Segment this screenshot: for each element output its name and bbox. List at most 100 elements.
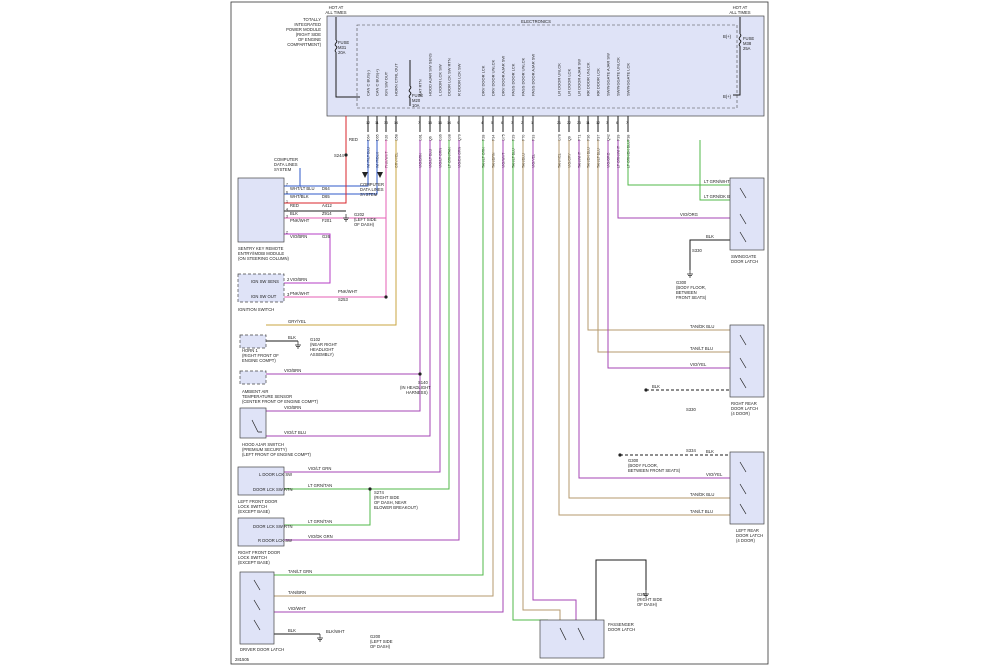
svg-text:SENTRY KEY REMOTE: SENTRY KEY REMOTE bbox=[238, 246, 284, 251]
svg-text:G102: G102 bbox=[310, 337, 321, 342]
module-pin-label: RR DOOR UNLCK bbox=[586, 62, 591, 96]
ground-symbol bbox=[687, 270, 693, 278]
svg-text:FRONT SEATS): FRONT SEATS) bbox=[676, 295, 707, 300]
wire-lr-tan-dk-blu bbox=[568, 140, 730, 499]
module-pin-number: 9 bbox=[457, 121, 459, 125]
ground-symbol bbox=[317, 634, 323, 642]
skreem-circuit-label: Z914 bbox=[322, 211, 332, 216]
wire-lr-tan-lt-blu bbox=[558, 140, 730, 516]
module-pin-circuit: P39 bbox=[617, 135, 621, 141]
fuse-m38-label: FUSE M38 25A bbox=[743, 36, 754, 51]
rr-name: RIGHT REAR DOOR LATCH (4 DOOR) bbox=[731, 401, 758, 416]
module-pin-number: 7 bbox=[418, 121, 420, 125]
wire-ign-sens bbox=[284, 233, 331, 284]
svg-text:SYSTEM: SYSTEM bbox=[274, 167, 292, 172]
data-line-arrows bbox=[362, 172, 383, 178]
module-pin-label: SWINGGATE UNLCK bbox=[616, 57, 621, 96]
svg-text:SWINGGATE: SWINGGATE bbox=[731, 254, 756, 259]
wire-rf-rtn bbox=[284, 489, 371, 526]
electronics-box bbox=[356, 24, 738, 109]
svg-text:OF DASH): OF DASH) bbox=[354, 222, 375, 227]
svg-text:FUSE: FUSE bbox=[412, 93, 423, 98]
svg-text:LEFT REAR: LEFT REAR bbox=[736, 528, 759, 533]
rr-wire-label: TAN/LT BLU bbox=[690, 346, 713, 351]
lf-lock-name: LEFT FRONT DOOR LOCK SWITCH (EXCEPT BASE… bbox=[238, 499, 277, 514]
splice-dot bbox=[384, 295, 388, 299]
skreem-wire-label: WHT/LT BLU bbox=[290, 186, 315, 191]
svg-text:M38: M38 bbox=[743, 41, 752, 46]
pnk-wht-label: PNK/WHT bbox=[338, 289, 358, 294]
svg-text:BLOWER BREAKOUT): BLOWER BREAKOUT) bbox=[374, 505, 418, 510]
s334-label: S334 bbox=[686, 448, 696, 453]
left-rear-door-latch bbox=[729, 451, 765, 525]
ground-symbol bbox=[643, 590, 649, 598]
svg-text:DOOR LATCH: DOOR LATCH bbox=[731, 406, 758, 411]
skreem-wire-label: PNK/WHT bbox=[290, 218, 310, 223]
g200-label: G200 (LEFT SIDE OF DASH) bbox=[370, 634, 393, 649]
svg-text:S140: S140 bbox=[418, 380, 428, 385]
svg-text:HOOD AJAR SWITCH: HOOD AJAR SWITCH bbox=[242, 442, 284, 447]
swinggate-door-latch bbox=[729, 177, 765, 251]
s140-label: S140 (IN HEADLIGHT HARNESS) bbox=[400, 380, 431, 395]
lr-name: LEFT REAR DOOR LATCH (4 DOOR) bbox=[736, 528, 763, 543]
aat-wire-label: VIO/BRN bbox=[284, 368, 301, 373]
lf-pin-l: L DOOR LCK SW bbox=[259, 472, 292, 477]
swing-wire-label: LT GRN/WHT bbox=[704, 179, 730, 184]
module-pin-number: 4 bbox=[481, 121, 483, 125]
svg-text:TEMPERATURE SENSOR: TEMPERATURE SENSOR bbox=[242, 394, 292, 399]
ign-pin-out: IGN SW OUT bbox=[251, 294, 277, 299]
module-pin-circuit: P71 bbox=[578, 135, 582, 141]
svg-text:AMBIENT AIR: AMBIENT AIR bbox=[242, 389, 268, 394]
rf-wire-label: VIO/DK GRN bbox=[308, 534, 333, 539]
skreem-pin-number: 3 bbox=[286, 215, 288, 219]
svg-text:COMPUTER: COMPUTER bbox=[360, 182, 384, 187]
ignition-switch bbox=[237, 273, 285, 303]
module-pin-label: LR DOOR AJAR SW bbox=[577, 59, 582, 96]
driver-wire-label: TAN/LT GRN bbox=[288, 569, 312, 574]
module-pin-circuit: P33 bbox=[532, 135, 536, 141]
module-pin-label: HORN CTRL OUT bbox=[394, 63, 399, 96]
wire-fused-b-plus bbox=[284, 116, 347, 204]
svg-text:FUSE: FUSE bbox=[338, 40, 349, 45]
wire-swing-blk bbox=[689, 239, 730, 270]
rr-wire-label: TAN/DK BLU bbox=[690, 324, 714, 329]
svg-text:(4 DOOR): (4 DOOR) bbox=[731, 411, 750, 416]
module-pin-circuit: G75 bbox=[502, 134, 506, 141]
module-pin-label: PASS DOOR UNLCK bbox=[521, 58, 526, 96]
wire-swing-lt-grn-dk-blu bbox=[699, 140, 730, 201]
svg-text:10A: 10A bbox=[412, 103, 420, 108]
module-pin-label: L DOOR LCK SW bbox=[438, 64, 443, 96]
svg-text:25A: 25A bbox=[743, 46, 751, 51]
module-pin-circuit: G78 bbox=[558, 134, 562, 141]
ign-wire-label: VIO/BRN bbox=[290, 277, 307, 282]
module-pin-label: CAN C BUS(+) bbox=[375, 69, 380, 96]
rr-wire-label: VIO/YEL bbox=[690, 362, 707, 367]
wire-rr-tan-dk-blu bbox=[587, 140, 730, 331]
lf-door-lock-switch bbox=[237, 466, 285, 496]
svg-text:(RIGHT SIDE: (RIGHT SIDE bbox=[374, 495, 399, 500]
svg-text:LEFT FRONT DOOR: LEFT FRONT DOOR bbox=[238, 499, 277, 504]
splice-dot bbox=[368, 487, 372, 491]
swing-wire-label: BLK bbox=[706, 234, 714, 239]
s244-label: S244 bbox=[334, 153, 344, 158]
wire-pass-tan-lt-grn bbox=[512, 140, 548, 621]
svg-text:LOCK SWITCH: LOCK SWITCH bbox=[238, 504, 267, 509]
svg-text:DOOR LATCH: DOOR LATCH bbox=[736, 533, 763, 538]
wire-pass-tan-brn bbox=[522, 140, 561, 620]
g201-label: G201 (RIGHT SIDE OF DASH) bbox=[637, 592, 662, 607]
driver-latch-symbol bbox=[253, 579, 261, 631]
tipm-module bbox=[326, 15, 765, 117]
lf-pin-rtn: DOOR LCK SW RTN bbox=[253, 487, 292, 492]
s330-label: S330 bbox=[692, 248, 702, 253]
skreem-pin-number: 7 bbox=[286, 183, 288, 187]
rr-wire-label: BLK bbox=[652, 384, 660, 389]
module-pin-circuit: G58 bbox=[395, 134, 399, 141]
skreem-pin-number: 2 bbox=[286, 231, 288, 235]
ign-pin-sens: IGN SW SENS bbox=[251, 279, 279, 284]
svg-text:POWER MODULE: POWER MODULE bbox=[286, 27, 321, 32]
skreem-circuit-label: D65 bbox=[322, 194, 330, 199]
svg-text:HARNESS): HARNESS) bbox=[406, 390, 428, 395]
hood-wire-label: VIO/LT BLU bbox=[284, 430, 306, 435]
svg-text:(RIGHT SIDE: (RIGHT SIDE bbox=[296, 32, 321, 37]
g300-label: G300 (BODY FLOOR, BETWEEN FRONT SEATS) bbox=[676, 280, 707, 300]
